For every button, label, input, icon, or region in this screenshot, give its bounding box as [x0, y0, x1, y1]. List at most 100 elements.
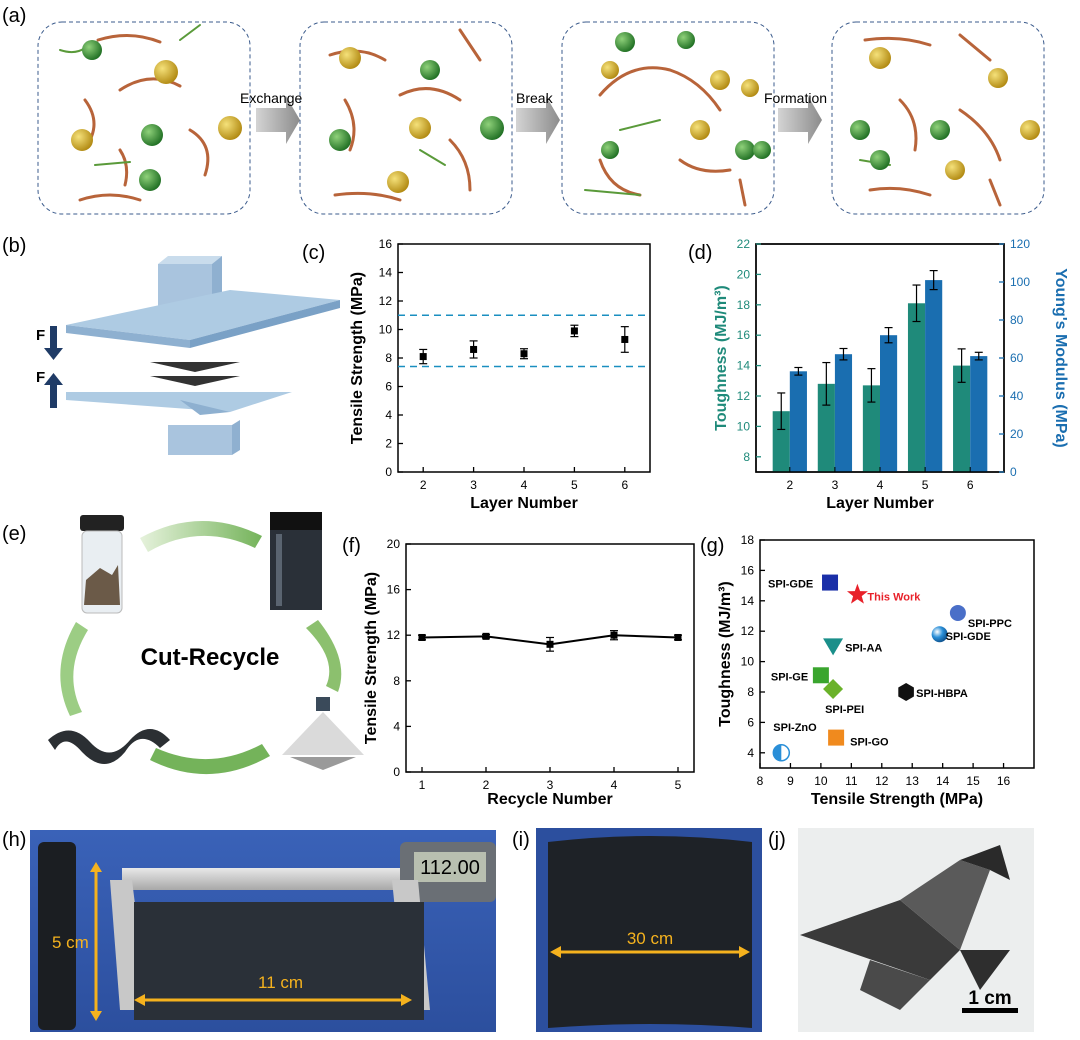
y-tick-label: 14 — [379, 266, 393, 280]
panel-e: (e) Cut-Recycle — [2, 512, 364, 775]
network-sketch-1 — [59, 24, 242, 202]
panel-label-c: (c) — [302, 242, 325, 264]
x-tick-label: 6 — [967, 478, 974, 492]
spray-nozzle — [282, 697, 364, 770]
marker-spi-aa — [823, 638, 844, 656]
film-width-arrowhead-left — [550, 946, 561, 958]
point-label: SPI-AA — [845, 642, 882, 654]
x-tick-label: 14 — [936, 774, 950, 788]
exchange-arrow: Exchange — [240, 90, 302, 144]
y-tick-label: 14 — [737, 359, 751, 373]
toughness-bar — [907, 303, 926, 472]
y-tick-label: 8 — [747, 685, 754, 699]
x-tick-label: 4 — [521, 478, 528, 492]
y-tick-label: 20 — [737, 267, 751, 281]
x-axis-label: Tensile Strength (MPa) — [811, 791, 983, 808]
height-arrowhead-top — [90, 862, 102, 872]
y-tick-label: 16 — [379, 237, 393, 251]
y-axis-label: Tensile Strength (MPa) — [363, 572, 380, 744]
y-tick-label: 12 — [737, 389, 751, 403]
data-point — [419, 353, 427, 361]
point-label: SPI-GE — [771, 671, 808, 683]
y2-tick-label: 60 — [1010, 351, 1024, 365]
width-arrowhead-left — [134, 994, 145, 1006]
panel-label-b: (b) — [2, 235, 26, 257]
point-label: SPI-ZnO — [773, 722, 817, 734]
force-arrow-up: F — [36, 369, 63, 408]
height-arrowhead-bottom — [90, 1011, 102, 1021]
plot-frame — [405, 543, 695, 773]
y2-tick-label: 20 — [1010, 427, 1024, 441]
panel-j: (j) 1 cm — [768, 828, 1034, 1032]
x-tick-label: 8 — [757, 774, 764, 788]
network-sketch-3 — [584, 31, 771, 207]
point-label: SPI-GO — [850, 737, 889, 749]
x-tick-label: 5 — [571, 478, 578, 492]
y-tick-label: 6 — [385, 380, 392, 394]
y-tick-label: 22 — [737, 237, 751, 251]
large-film — [548, 836, 752, 1028]
data-point — [610, 631, 618, 639]
plot-frame — [759, 539, 1035, 769]
x-axis-label: Recycle Number — [487, 791, 612, 808]
y-tick-label: 12 — [379, 294, 393, 308]
y-tick-label: 0 — [393, 765, 400, 779]
width-arrowhead-right — [401, 994, 412, 1006]
x-tick-label: 1 — [419, 778, 426, 792]
x-tick-label: 15 — [966, 774, 980, 788]
cycle-arrow-top — [140, 520, 262, 552]
marker-spi-pei — [823, 678, 844, 699]
marker-spi-gde — [931, 626, 948, 643]
y-tick-label: 4 — [393, 719, 400, 733]
scale-bar-label: 1 cm — [968, 988, 1011, 1009]
network-sketch-4 — [850, 33, 1040, 207]
scheme-a-box-1 — [37, 21, 251, 215]
y-tick-label: 8 — [743, 450, 750, 464]
scale-bar — [962, 1008, 1018, 1013]
x-tick-label: 4 — [611, 778, 618, 792]
panel-label-e: (e) — [2, 523, 26, 545]
jar-with-pieces — [80, 515, 124, 614]
y-axis-label-left: Toughness (MJ/m³) — [713, 285, 730, 430]
point-label: SPI-HBPA — [916, 688, 968, 700]
marker-spi-zno-half — [773, 744, 782, 761]
marker-spi-go — [828, 729, 845, 746]
jar-with-solution — [270, 512, 322, 610]
y-tick-label: 8 — [385, 351, 392, 365]
panel-label-j: (j) — [768, 829, 786, 851]
y-axis-label: Tensile Strength (MPa) — [349, 272, 366, 444]
point-label: SPI-PEI — [825, 704, 864, 716]
panel-label-i: (i) — [512, 829, 530, 851]
x-tick-label: 2 — [786, 478, 793, 492]
y-tick-label: 16 — [741, 563, 755, 577]
y-tick-label: 2 — [385, 437, 392, 451]
x-tick-label: 5 — [922, 478, 929, 492]
panel-a: (a) Exchange Break Formation — [2, 5, 1045, 215]
y2-tick-label: 100 — [1010, 275, 1030, 289]
modulus-bar — [834, 354, 853, 472]
point-label: This Work — [867, 592, 921, 604]
scheme-a-box-2 — [299, 21, 513, 215]
y-tick-label: 18 — [741, 533, 755, 547]
x-tick-label: 3 — [547, 778, 554, 792]
data-point — [674, 633, 682, 641]
x-tick-label: 2 — [420, 478, 427, 492]
panel-h: (h) 112.00 5 cm 11 cm — [2, 829, 496, 1032]
x-tick-label: 4 — [877, 478, 884, 492]
cycle-arrow-right — [306, 620, 342, 692]
point-label: SPI-GDE — [946, 631, 991, 643]
formation-arrow: Formation — [764, 90, 827, 144]
x-tick-label: 13 — [906, 774, 920, 788]
panel-label-d: (d) — [688, 242, 712, 264]
x-tick-label: 3 — [470, 478, 477, 492]
caliper-scale — [122, 868, 440, 890]
panel-label-a: (a) — [2, 5, 26, 27]
point-label: SPI-GDE — [768, 579, 813, 591]
panel-label-f: (f) — [342, 535, 361, 557]
film-width-label: 30 cm — [627, 929, 673, 948]
data-point — [470, 345, 478, 353]
caliper-reading: 112.00 — [420, 857, 480, 879]
